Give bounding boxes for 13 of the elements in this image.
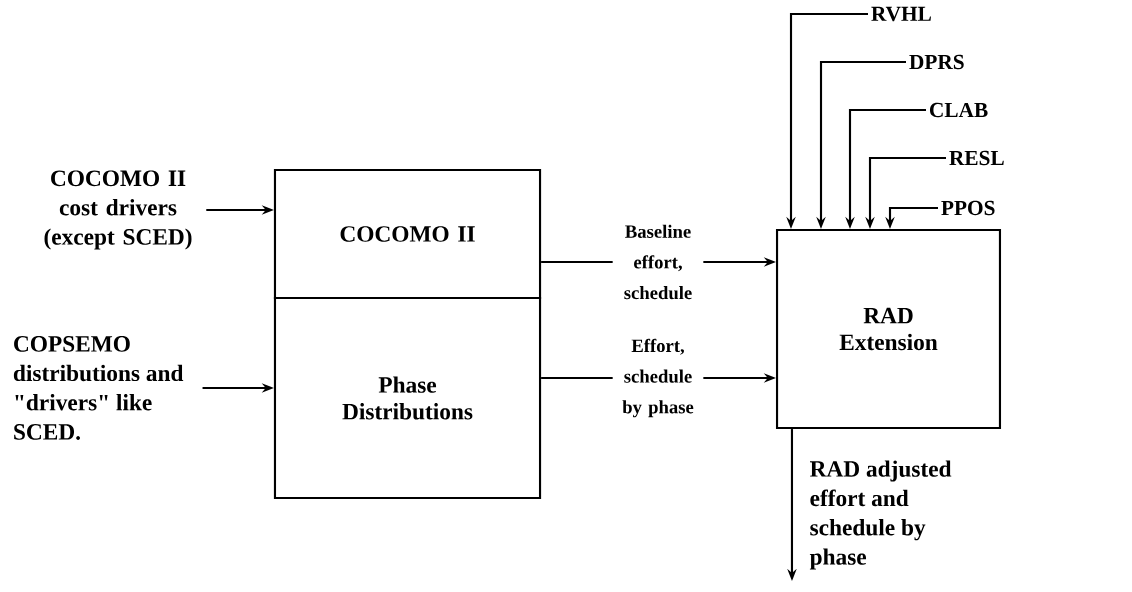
driver-label: RVHL [871, 6, 931, 22]
driver-label: RESL [949, 150, 1004, 166]
process-box: Phase Distributions [273, 296, 542, 500]
edge-label: RAD adjusted effort and schedule by phase [809, 460, 952, 570]
edge-label: Baseline effort, schedule [612, 223, 704, 301]
driver-label: CLAB [930, 102, 988, 118]
driver-label: DPRS [909, 54, 964, 70]
input-label: COCOMO II cost drivers (except SCED) [44, 170, 192, 250]
process-box: COCOMO II [273, 168, 542, 300]
process-box: RAD Extension [775, 228, 1002, 430]
input-label: COPSEMO distributions and "drivers" like SCED. [13, 336, 184, 440]
edge-label: Effort, schedule by phase [612, 337, 704, 419]
driver-label: PPOS [941, 200, 995, 216]
